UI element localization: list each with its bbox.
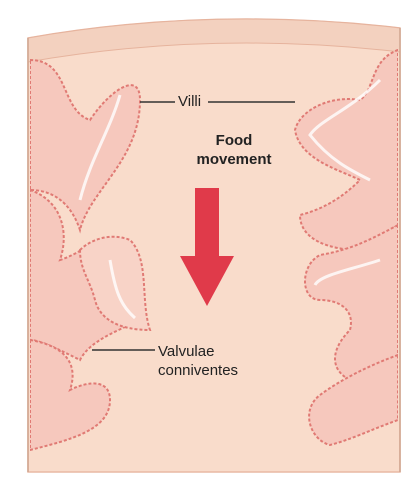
valvulae-conniventes-label: Valvulae conniventes xyxy=(158,342,278,380)
valvulae-line2: conniventes xyxy=(158,361,278,380)
valvulae-line1: Valvulae xyxy=(158,342,278,361)
food-movement-line2: movement xyxy=(182,150,286,169)
food-movement-line1: Food xyxy=(182,131,286,150)
food-movement-label: Food movement xyxy=(182,131,286,169)
villi-label: Villi xyxy=(178,93,201,111)
